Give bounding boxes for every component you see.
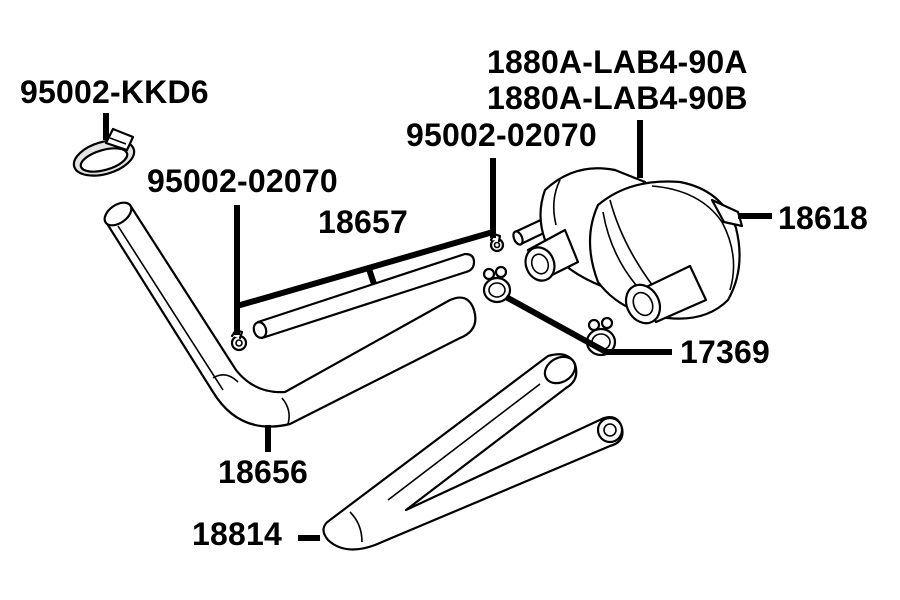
label-bent-hose: 18656 bbox=[218, 454, 308, 490]
band-clamp-part[interactable] bbox=[70, 127, 138, 182]
label-band-clamp: 95002-KKD6 bbox=[20, 74, 209, 110]
clip-right-part[interactable] bbox=[489, 232, 505, 253]
label-y-hose: 18814 bbox=[192, 516, 282, 552]
label-straight-pipe: 18657 bbox=[318, 204, 408, 240]
label-clip-left: 95002-02070 bbox=[147, 163, 338, 199]
leader-pipe-bracket bbox=[236, 229, 494, 309]
bent-hose-part[interactable] bbox=[101, 198, 477, 428]
leader-pipe bbox=[365, 265, 377, 285]
leader-clips-pair bbox=[504, 294, 672, 355]
label-air-valve-a: 1880A-LAB4-90A bbox=[487, 44, 748, 80]
air-valve-part[interactable] bbox=[511, 167, 744, 329]
straight-pipe-part[interactable] bbox=[252, 252, 476, 340]
label-air-valve-b: 1880A-LAB4-90B bbox=[487, 80, 748, 116]
label-clip-right: 95002-02070 bbox=[406, 117, 597, 153]
label-valve-holder: 18618 bbox=[778, 200, 868, 236]
label-clamp-rings: 17369 bbox=[680, 334, 770, 370]
leader-lines bbox=[103, 113, 772, 541]
y-hose-part[interactable] bbox=[322, 352, 624, 551]
